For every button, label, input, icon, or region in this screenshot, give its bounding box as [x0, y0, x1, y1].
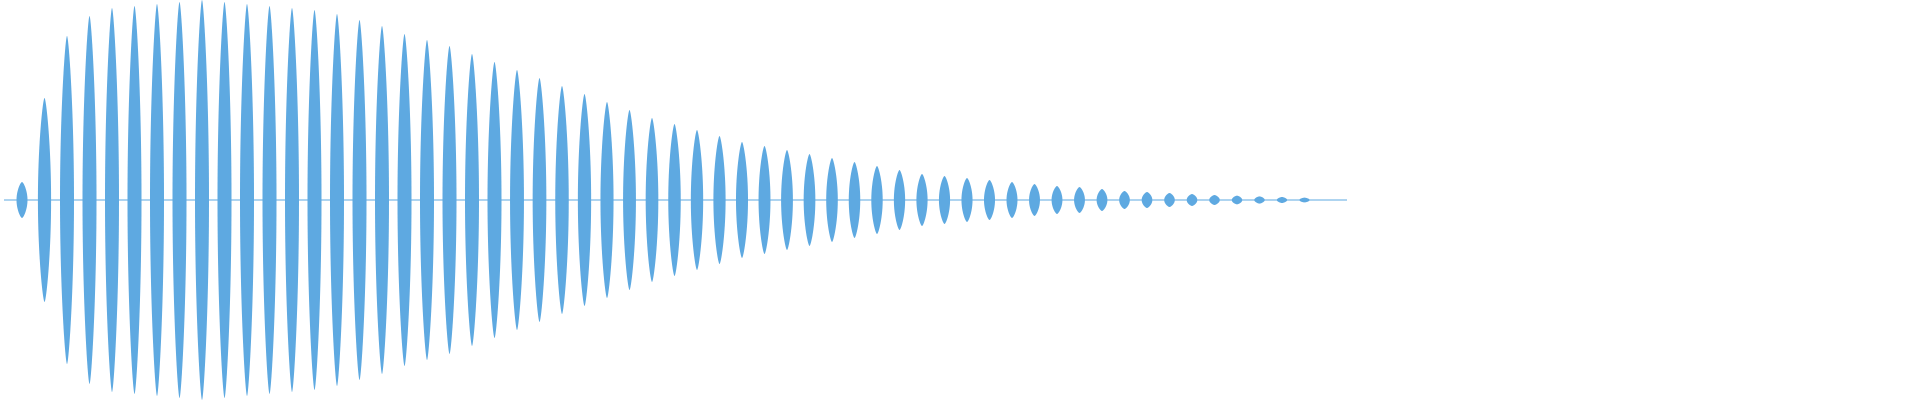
- waveform-lobe: [375, 26, 389, 374]
- waveform-lobe: [916, 174, 928, 226]
- waveform-lobe: [668, 124, 681, 276]
- waveform-lobes: [4, 0, 1347, 400]
- waveform-lobe: [60, 36, 74, 364]
- waveform-lobe: [330, 14, 344, 386]
- waveform-lobe: [690, 130, 704, 270]
- waveform-lobe: [352, 20, 367, 380]
- waveform-lobe: [307, 10, 322, 390]
- waveform-lobe: [1029, 184, 1040, 216]
- waveform-lobe: [442, 46, 457, 354]
- waveform-lobe: [577, 94, 592, 306]
- waveform-lobe: [623, 110, 636, 290]
- waveform-lobe: [1074, 187, 1085, 213]
- waveform-lobe: [555, 86, 569, 314]
- waveform-lobe: [240, 4, 254, 396]
- waveform-lobe: [1006, 182, 1018, 218]
- waveform-lobe: [781, 150, 793, 250]
- waveform-lobe: [938, 176, 951, 224]
- waveform-lobe: [105, 8, 119, 392]
- waveform-lobe: [1164, 193, 1175, 207]
- waveform-lobe: [1209, 195, 1220, 205]
- waveform-lobe: [1051, 186, 1063, 214]
- waveform-lobe: [735, 142, 749, 258]
- waveform-lobe: [510, 70, 524, 330]
- waveform-lobe: [600, 102, 614, 298]
- waveform-lobe: [871, 166, 883, 234]
- waveform-lobe: [1186, 194, 1198, 206]
- waveform-lobe: [420, 40, 434, 360]
- waveform-lobe: [961, 178, 973, 222]
- waveform-lobe: [82, 16, 97, 384]
- waveform-lobe: [37, 98, 52, 302]
- waveform-lobe: [803, 154, 816, 246]
- waveform-lobe: [1119, 191, 1130, 209]
- waveform-lobe: [532, 78, 547, 322]
- waveform-lobe: [1299, 197, 1310, 203]
- waveform-lobe: [983, 180, 996, 220]
- waveform-lobe: [172, 2, 187, 398]
- waveform-lobe: [285, 8, 299, 392]
- waveform-lobe: [1231, 195, 1243, 205]
- waveform-lobe: [487, 62, 502, 338]
- waveform-lobe: [645, 118, 659, 282]
- waveform-lobe: [195, 0, 209, 400]
- waveform-lobe: [397, 34, 412, 366]
- waveform-lobe: [1141, 192, 1153, 208]
- waveform-lobe: [848, 162, 861, 238]
- waveform-lobe: [217, 2, 232, 398]
- waveform-lobe: [1096, 189, 1108, 211]
- waveform-lobe: [262, 6, 277, 394]
- waveform-lobe: [150, 4, 164, 396]
- waveform-lobe: [1276, 197, 1288, 203]
- waveform-lobe: [713, 136, 726, 264]
- waveform-lobe: [893, 170, 906, 230]
- waveform-lobe: [826, 158, 838, 242]
- waveform-lobe: [758, 146, 771, 254]
- waveform-lobe: [1254, 196, 1265, 204]
- waveform-lobe: [16, 182, 28, 218]
- waveform-lobe: [127, 6, 142, 394]
- waveform-lobe: [465, 54, 479, 346]
